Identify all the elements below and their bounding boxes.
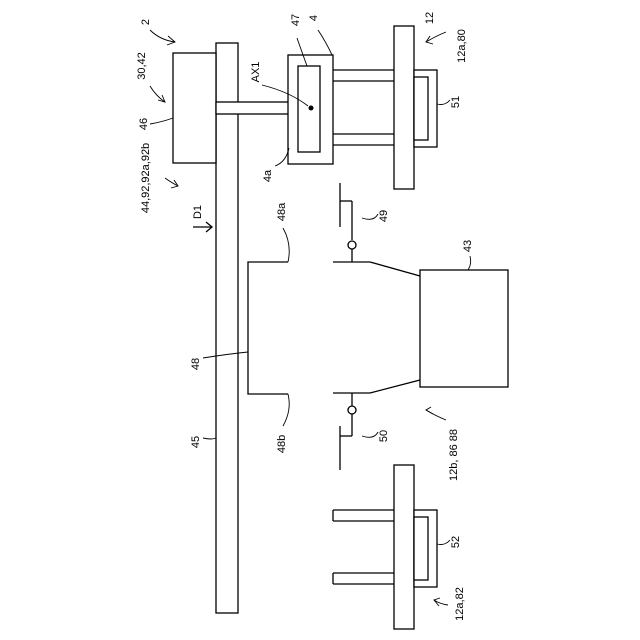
member-48 [248, 262, 288, 394]
label-46: 46 [138, 118, 150, 130]
label-44: 44,92,92a,92b [140, 143, 152, 213]
label-43: 43 [462, 240, 474, 252]
label-52: 52 [450, 536, 462, 548]
label-4a: 4a [262, 169, 274, 182]
axis-ax1-point [309, 106, 314, 111]
label-49: 49 [378, 210, 390, 222]
pivot-50 [348, 406, 356, 414]
leader-46 [150, 118, 173, 124]
leader-43 [468, 256, 471, 270]
label-45: 45 [190, 436, 202, 448]
link-49-b [370, 262, 420, 276]
label-50: 50 [378, 430, 390, 442]
leader-4 [318, 30, 332, 55]
leader-12b-head [426, 407, 433, 414]
block-52-inner [414, 517, 428, 580]
block-46 [173, 53, 216, 163]
label-48a: 48a [276, 202, 288, 221]
leader-48a [283, 228, 289, 262]
bar-45 [216, 43, 238, 613]
leader-52 [437, 540, 450, 545]
leader-30-42 [150, 86, 165, 102]
label-4: 4 [308, 15, 320, 21]
leader-44 [165, 178, 178, 186]
label-2: 2 [140, 19, 152, 25]
leader-51 [437, 100, 450, 105]
label-48: 48 [190, 358, 202, 370]
block-51-inner [414, 77, 428, 140]
label-d1: D1 [192, 205, 204, 219]
plate-12a82 [394, 465, 414, 629]
leader-4a [275, 148, 289, 166]
leader-49 [362, 214, 378, 219]
label-12b: 12b, 86 88 [448, 429, 460, 481]
label-48b: 48b [276, 435, 288, 453]
leader-2 [150, 30, 175, 42]
leader-48b [283, 394, 289, 426]
plate-12a80 [394, 26, 414, 189]
leader-50 [362, 432, 378, 437]
label-47: 47 [290, 14, 302, 26]
pivot-49 [348, 241, 356, 249]
label-12a80: 12a,80 [456, 29, 468, 63]
label-30-42: 30,42 [136, 52, 148, 80]
link-50-b [370, 380, 420, 393]
label-12a82: 12a,82 [454, 587, 466, 621]
leader-45 [203, 438, 216, 439]
label-ax1: AX1 [250, 62, 262, 83]
label-12: 12 [424, 12, 436, 24]
box-43 [420, 270, 508, 387]
label-51: 51 [450, 96, 462, 108]
